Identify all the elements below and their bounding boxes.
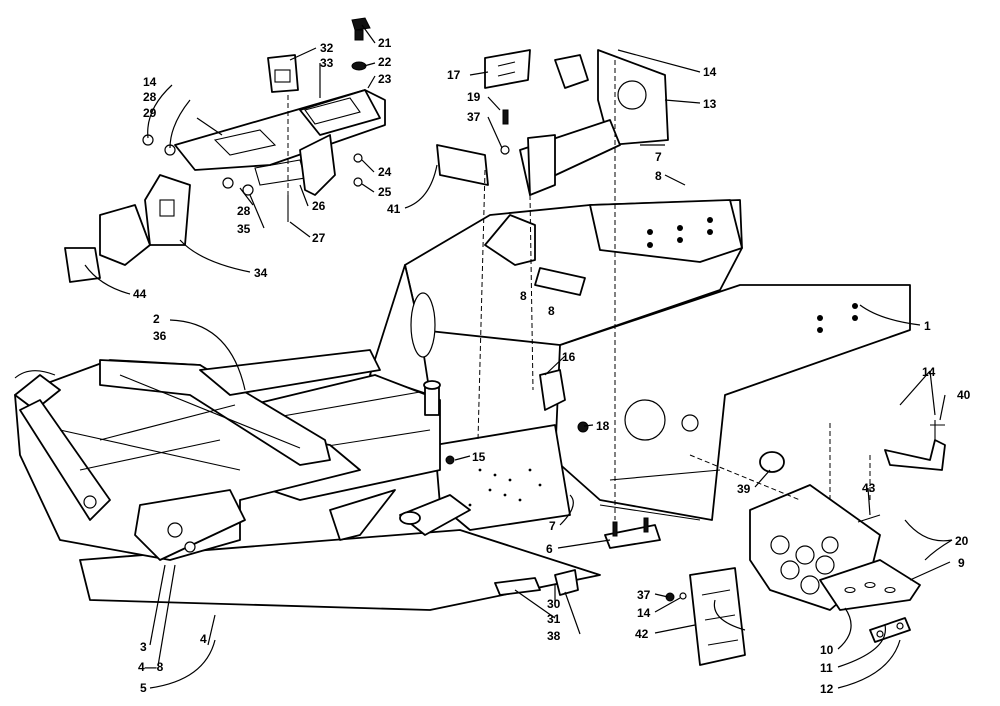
callout-27: 27 (312, 231, 326, 245)
callout-28b: 28 (237, 204, 251, 218)
callout-15: 15 (472, 450, 486, 464)
front-bulkhead (79, 374, 601, 611)
callout-33: 33 (320, 56, 334, 70)
leader-lines (84, 24, 953, 689)
callout-8a: 8 (655, 169, 662, 183)
callout-12: 12 (820, 682, 834, 696)
callout-2: 2 (153, 312, 160, 326)
callout-labels: 1 2 3 4—8 4 5 6 7 7 8 8 8 9 10 11 12 13 … (133, 36, 971, 696)
callout-35: 35 (237, 222, 251, 236)
callout-37a: 37 (467, 110, 481, 124)
callout-30: 30 (547, 597, 561, 611)
callout-14b: 14 (703, 65, 717, 79)
callout-17: 17 (447, 68, 461, 82)
footrest-bracket (445, 369, 946, 666)
callout-4: 4 (200, 632, 207, 646)
callout-34: 34 (254, 266, 268, 280)
callout-8c: 8 (548, 304, 555, 318)
callout-9: 9 (958, 556, 965, 570)
callout-7a: 7 (655, 150, 662, 164)
callout-40: 40 (957, 388, 971, 402)
callout-11: 11 (820, 661, 833, 675)
callout-43: 43 (862, 481, 876, 495)
callout-29: 29 (143, 106, 157, 120)
callout-3: 3 (140, 640, 147, 654)
callout-23: 23 (378, 72, 392, 86)
callout-10: 10 (820, 643, 834, 657)
callout-1: 1 (924, 319, 931, 333)
callout-39: 39 (737, 482, 751, 496)
callout-36: 36 (153, 329, 167, 343)
callout-13: 13 (703, 97, 717, 111)
callout-21: 21 (378, 36, 392, 50)
callout-19: 19 (467, 90, 481, 104)
callout-16: 16 (562, 350, 576, 364)
callout-18: 18 (596, 419, 610, 433)
assembly-lines (287, 60, 871, 520)
callout-32: 32 (320, 41, 334, 55)
callout-44: 44 (133, 287, 147, 301)
callout-22: 22 (378, 55, 392, 69)
callout-41: 41 (387, 202, 401, 216)
callout-4-8: 4—8 (138, 660, 164, 674)
callout-31: 31 (547, 612, 561, 626)
callout-25: 25 (378, 185, 392, 199)
callout-26: 26 (312, 199, 326, 213)
callout-28a: 28 (143, 90, 157, 104)
console-assembly (64, 17, 386, 283)
callout-8b: 8 (520, 289, 527, 303)
callout-42: 42 (635, 627, 649, 641)
main-frame-tunnel (369, 199, 911, 521)
callout-38: 38 (547, 629, 561, 643)
callout-20: 20 (955, 534, 969, 548)
callout-7b: 7 (549, 519, 556, 533)
rear-brackets (436, 49, 669, 196)
callout-5: 5 (140, 681, 147, 695)
callout-37b: 37 (637, 588, 651, 602)
callout-24: 24 (378, 165, 392, 179)
callout-14c: 14 (922, 365, 936, 379)
callout-14d: 14 (637, 606, 651, 620)
callout-6: 6 (546, 542, 553, 556)
front-suspension-cradle (14, 349, 381, 561)
callout-14a: 14 (143, 75, 157, 89)
